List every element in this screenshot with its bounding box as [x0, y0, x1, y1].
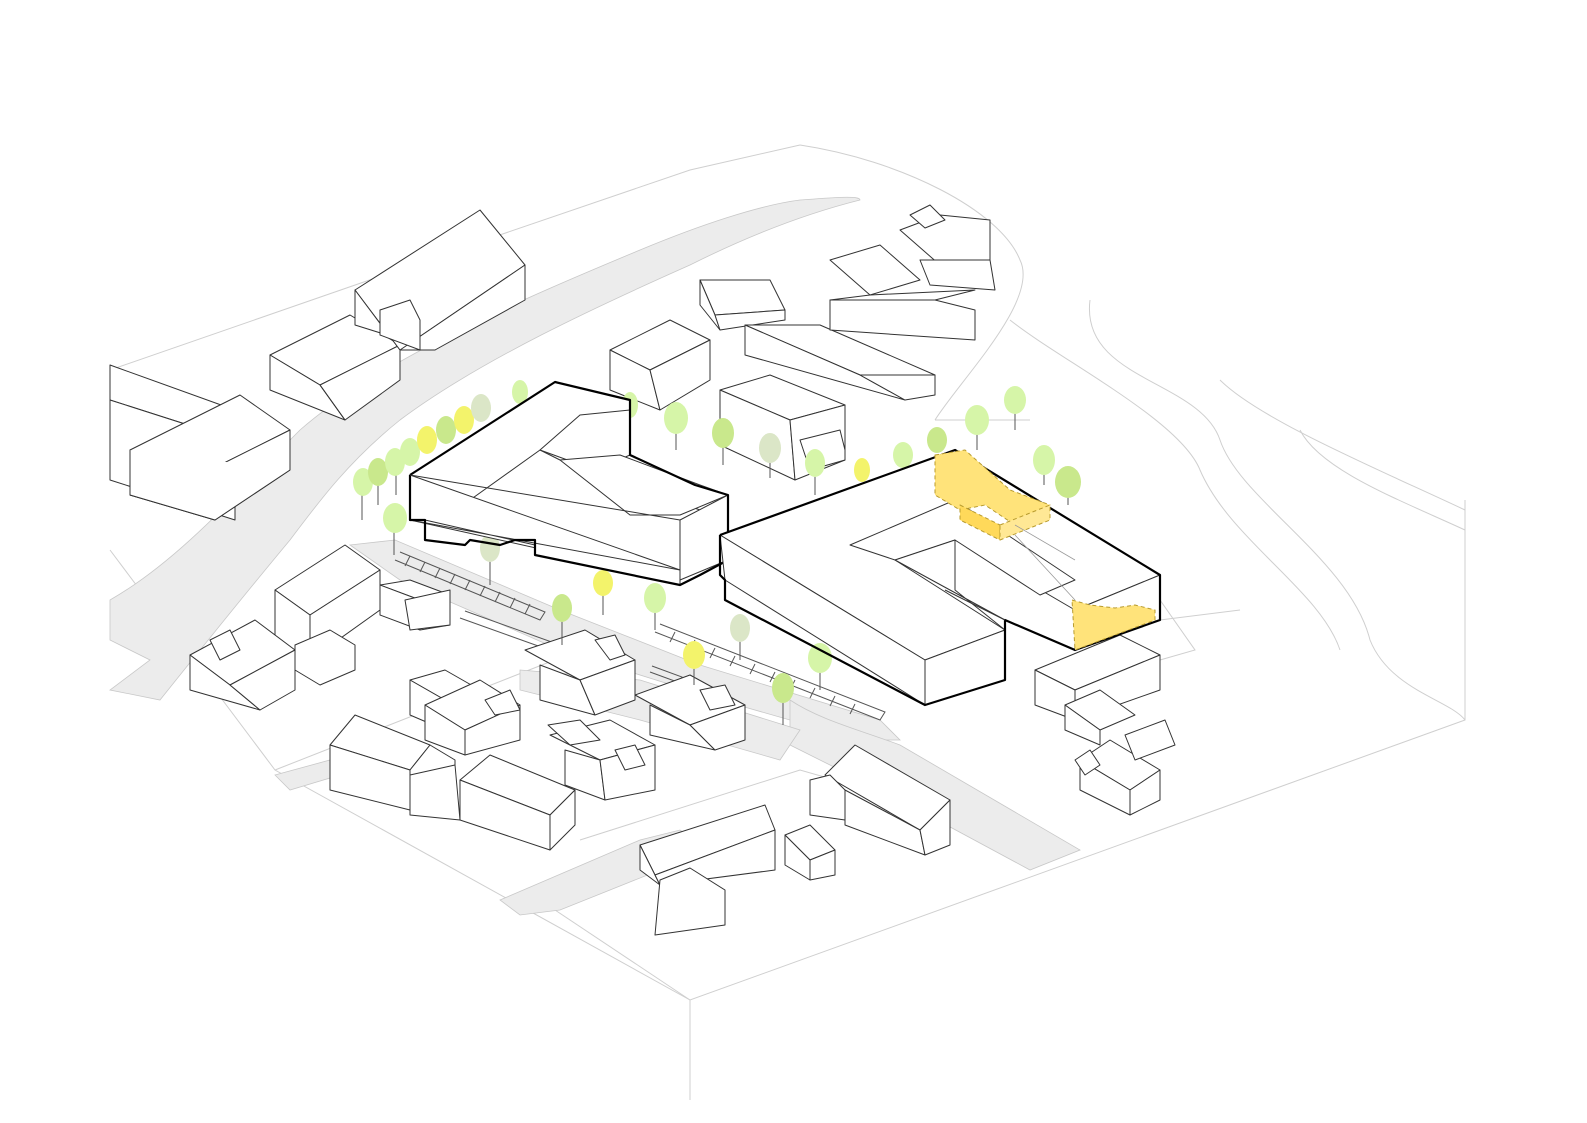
context-house-c-2: [409, 669, 521, 756]
context-house-n-4: [719, 374, 846, 481]
context-house-nw-1: [269, 314, 401, 421]
context-house-s-2: [784, 824, 836, 881]
context-house-c-6: [634, 674, 746, 751]
context-house-c-3: [329, 714, 461, 821]
proposed-building-west: [408, 380, 730, 587]
context-house-s-1: [639, 804, 776, 936]
context-house-nw-2: [354, 209, 526, 351]
context-house-c-4: [459, 754, 576, 851]
highlighted-volume-east-face: [1071, 599, 1156, 651]
trees: [353, 380, 1081, 725]
context-shed-sw: [379, 579, 451, 631]
tree-canopies: [353, 380, 1081, 703]
proposed-building-east-outline: [718, 448, 1162, 707]
highlighted-volume-north-roof: [934, 449, 1051, 526]
context-house-ne-2: [899, 204, 996, 291]
context-house-n-3: [744, 324, 936, 401]
context-house-c-5: [547, 719, 656, 801]
context-house-ne-1: [829, 244, 976, 341]
road-parking-lane: [348, 539, 901, 741]
context-house-n-2: [609, 319, 711, 411]
highlighted-volume: [934, 449, 1156, 651]
context-building-west: [129, 394, 291, 521]
proposed-building-west-outline: [408, 380, 730, 587]
proposed-building-east: [718, 448, 1162, 707]
context-house-e-3: [1074, 719, 1176, 816]
context-house-e-2: [1064, 689, 1136, 746]
context-buildings: [109, 204, 1176, 936]
context-house-s-3: [809, 744, 951, 856]
context-house-c-1: [524, 629, 636, 716]
context-house-n-1: [699, 279, 786, 331]
proposed-building-east-court-inner: [894, 539, 1006, 631]
context-house-sw-2: [189, 619, 356, 711]
proposed-building-west-roof-east: [559, 454, 729, 516]
highlighted-volume-north-side: [999, 504, 1051, 541]
road-south: [789, 699, 1081, 871]
